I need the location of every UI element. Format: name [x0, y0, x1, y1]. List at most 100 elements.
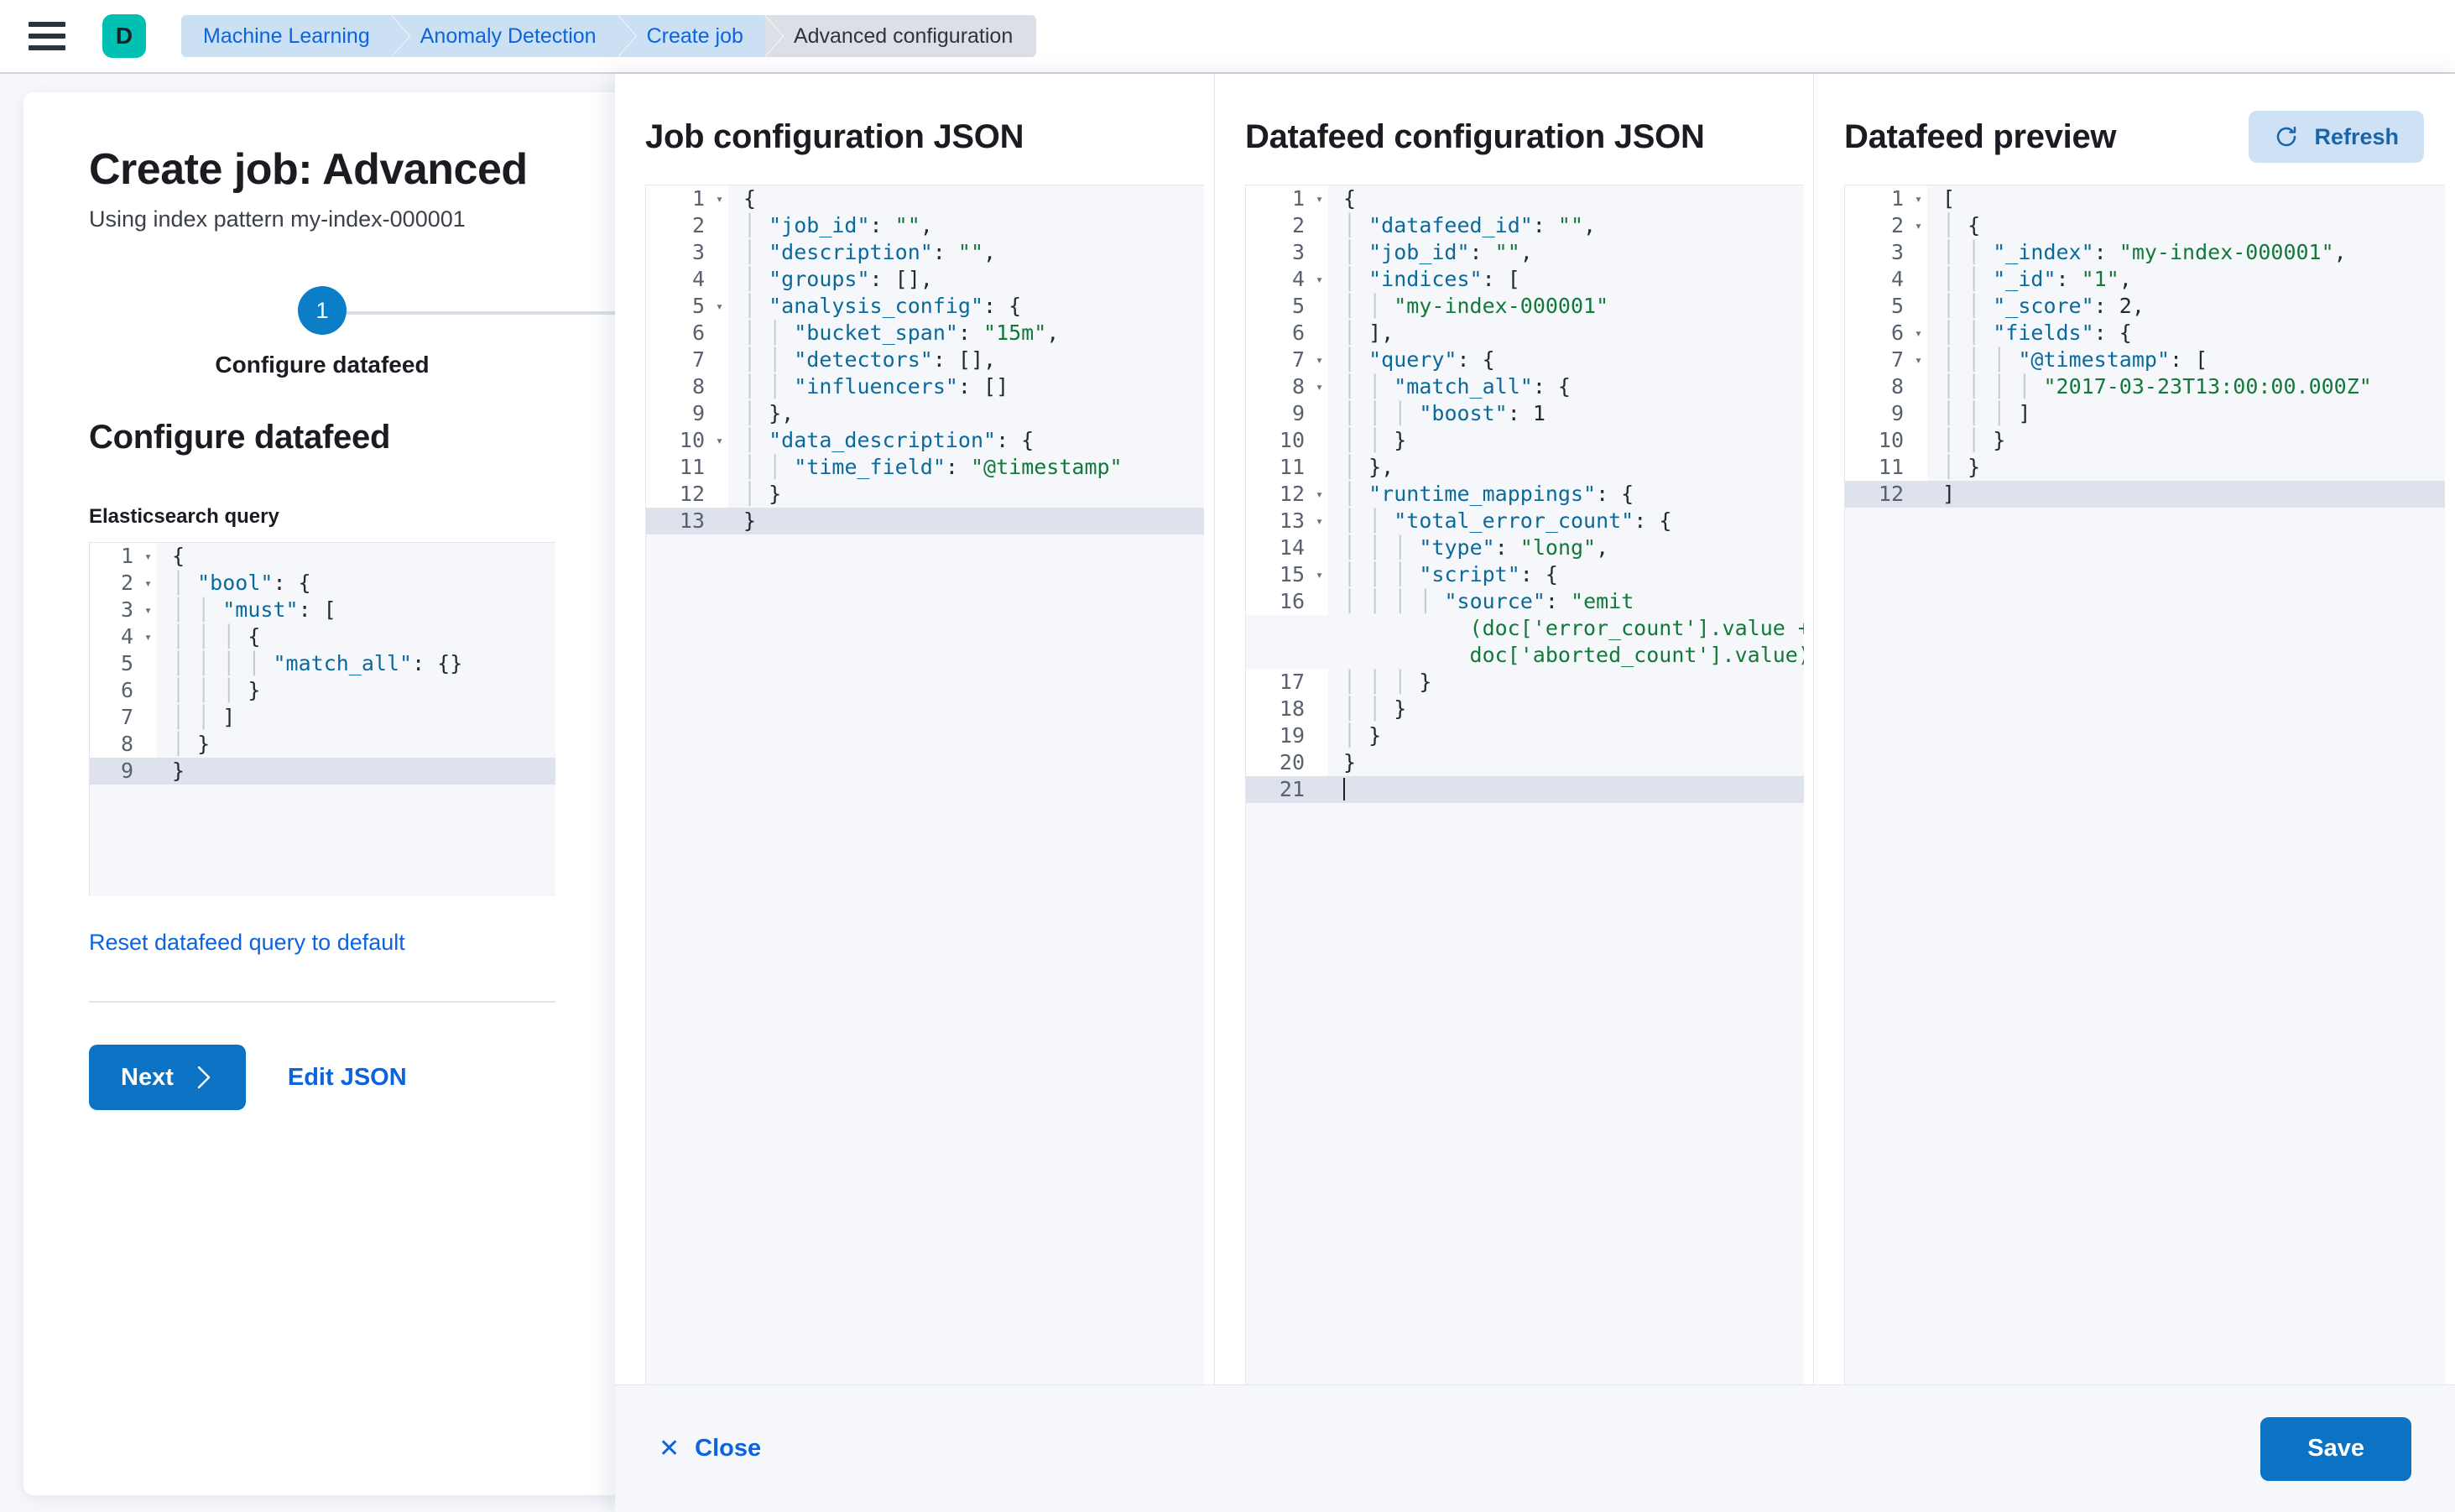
line-number: 4	[1845, 266, 1927, 293]
line-number: 2▾	[90, 570, 157, 597]
edit-json-button[interactable]: Edit JSON	[287, 1063, 407, 1091]
line-number: 11	[1845, 454, 1927, 481]
datafeed-configuration-header: Datafeed configuration JSON	[1215, 112, 1813, 161]
code-line: 19│ }	[1246, 722, 1804, 749]
hamburger-menu-icon[interactable]	[29, 22, 65, 50]
code-text: │ │ │ }	[1343, 670, 1432, 694]
code-line: 10▾│ "data_description": {	[646, 427, 1204, 454]
breadcrumb-item-create-job[interactable]: Create job	[618, 15, 784, 57]
code-text: }	[1343, 750, 1357, 774]
line-number: 2	[1246, 212, 1328, 239]
code-text: {	[743, 186, 757, 211]
job-configuration-header: Job configuration JSON	[615, 112, 1214, 161]
code-line: 3│ "description": "",	[646, 239, 1204, 266]
fold-arrow-icon[interactable]: ▾	[1315, 352, 1323, 368]
fold-arrow-icon[interactable]: ▾	[1315, 271, 1323, 287]
line-number: 6	[1246, 320, 1328, 347]
code-line: 9}	[90, 758, 555, 785]
code-text: │ "datafeed_id": "",	[1343, 213, 1597, 237]
line-number: 21	[1246, 776, 1328, 803]
line-number: 10	[1845, 427, 1927, 454]
job-configuration-editor[interactable]: 1▾{2│ "job_id": "",3│ "description": "",…	[645, 185, 1204, 1384]
line-number: 18	[1246, 696, 1328, 722]
line-number: 3	[1246, 239, 1328, 266]
code-line: 6│ ],	[1246, 320, 1804, 347]
fold-arrow-icon[interactable]: ▾	[143, 628, 152, 644]
fold-arrow-icon[interactable]: ▾	[1315, 513, 1323, 529]
code-line: 18│ │ }	[1246, 696, 1804, 722]
line-number: 7	[646, 347, 728, 373]
code-line: 6│ │ "bucket_span": "15m",	[646, 320, 1204, 347]
line-number: 10	[1246, 427, 1328, 454]
breadcrumb-item-anomaly-detection[interactable]: Anomaly Detection	[391, 15, 636, 57]
code-text: │ },	[1343, 455, 1394, 479]
fold-arrow-icon[interactable]: ▾	[1914, 352, 1922, 368]
datafeed-preview-column: Datafeed preview Refresh 1▾[2▾│ {3│ │ "_…	[1813, 74, 2454, 1384]
wizard-stepper: 1	[89, 286, 621, 338]
save-button[interactable]: Save	[2260, 1416, 2411, 1481]
line-number: 1▾	[646, 185, 728, 212]
datafeed-preview-editor[interactable]: 1▾[2▾│ {3│ │ "_index": "my-index-000001"…	[1844, 185, 2445, 1384]
fold-arrow-icon[interactable]: ▾	[1315, 190, 1323, 206]
fold-arrow-icon[interactable]: ▾	[1315, 486, 1323, 502]
code-text: │ },	[743, 401, 795, 425]
page-title: Create job: Advanced	[89, 145, 528, 194]
code-text: │ │ }	[1942, 428, 2006, 452]
line-number: 20	[1246, 749, 1328, 776]
fold-arrow-icon[interactable]: ▾	[715, 298, 723, 314]
code-text: │ "analysis_config": {	[743, 294, 1022, 318]
code-line: 6│ │ │ }	[90, 677, 555, 704]
hamburger-bar	[29, 34, 65, 39]
fold-arrow-icon[interactable]: ▾	[143, 575, 152, 591]
line-number: 12	[1845, 481, 1927, 508]
fold-arrow-icon[interactable]: ▾	[1315, 566, 1323, 582]
close-button[interactable]: ✕ Close	[659, 1434, 761, 1463]
refresh-icon	[2277, 126, 2296, 147]
fold-arrow-icon[interactable]: ▾	[1315, 378, 1323, 394]
refresh-button[interactable]: Refresh	[2249, 111, 2424, 163]
datafeed-configuration-editor[interactable]: 1▾{2│ "datafeed_id": "",3│ "job_id": "",…	[1245, 185, 1804, 1384]
code-text: │ │ │ }	[172, 678, 261, 702]
line-number: 13▾	[1246, 508, 1328, 534]
fold-arrow-icon[interactable]: ▾	[1914, 325, 1922, 341]
stepper-step-1[interactable]: 1	[298, 286, 347, 335]
line-number: 9	[90, 758, 157, 785]
code-text: │ }	[172, 732, 211, 756]
line-number: 5	[90, 650, 157, 677]
elasticsearch-query-label: Elasticsearch query	[89, 505, 279, 528]
line-number: 2	[646, 212, 728, 239]
code-line-wrap: doc['aborted_count'].value)"	[1246, 642, 1804, 669]
fold-arrow-icon[interactable]: ▾	[1914, 190, 1922, 206]
code-text: │ │ ]	[172, 705, 236, 729]
fold-arrow-icon[interactable]: ▾	[715, 190, 723, 206]
fold-arrow-icon[interactable]: ▾	[143, 548, 152, 564]
next-button[interactable]: Next	[89, 1045, 246, 1110]
fold-arrow-icon[interactable]: ▾	[143, 602, 152, 618]
avatar[interactable]: D	[102, 14, 146, 58]
code-line: 5▾│ "analysis_config": {	[646, 293, 1204, 320]
hamburger-bar	[29, 22, 65, 27]
code-text: │ "bool": {	[172, 571, 311, 595]
breadcrumb-item-machine-learning[interactable]: Machine Learning	[181, 15, 409, 57]
wizard-actions: Next Edit JSON	[89, 1045, 555, 1110]
code-text: │ │ │ │ "2017-03-23T13:00:00.000Z"	[1942, 374, 2372, 399]
code-line: 2▾│ {	[1845, 212, 2445, 239]
datafeed-configuration-column: Datafeed configuration JSON 1▾{2│ "dataf…	[1214, 74, 1813, 1384]
reset-datafeed-query-link[interactable]: Reset datafeed query to default	[89, 930, 405, 955]
code-line: 17│ │ │ }	[1246, 669, 1804, 696]
code-line: 9│ │ │ ]	[1845, 400, 2445, 427]
code-line: 5│ │ "my-index-000001"	[1246, 293, 1804, 320]
fold-arrow-icon[interactable]: ▾	[715, 432, 723, 448]
code-line: 4▾│ │ │ {	[90, 623, 555, 650]
datafeed-preview-title: Datafeed preview	[1844, 117, 2117, 155]
breadcrumb: Machine Learning Anomaly Detection Creat…	[181, 15, 1037, 57]
line-number: 9	[1845, 400, 1927, 427]
next-button-label: Next	[121, 1063, 174, 1091]
code-line: 2 │ "datafeed_id": "",	[1246, 212, 1804, 239]
elasticsearch-query-editor[interactable]: 1▾{2▾│ "bool": {3▾│ │ "must": [4▾│ │ │ {…	[89, 542, 555, 896]
fold-arrow-icon[interactable]: ▾	[1914, 217, 1922, 233]
code-line: 1▾ {	[646, 185, 1204, 212]
code-text: │ }	[1343, 723, 1382, 748]
code-line: 12│ }	[646, 481, 1204, 508]
code-text: │ "description": "",	[743, 240, 997, 264]
